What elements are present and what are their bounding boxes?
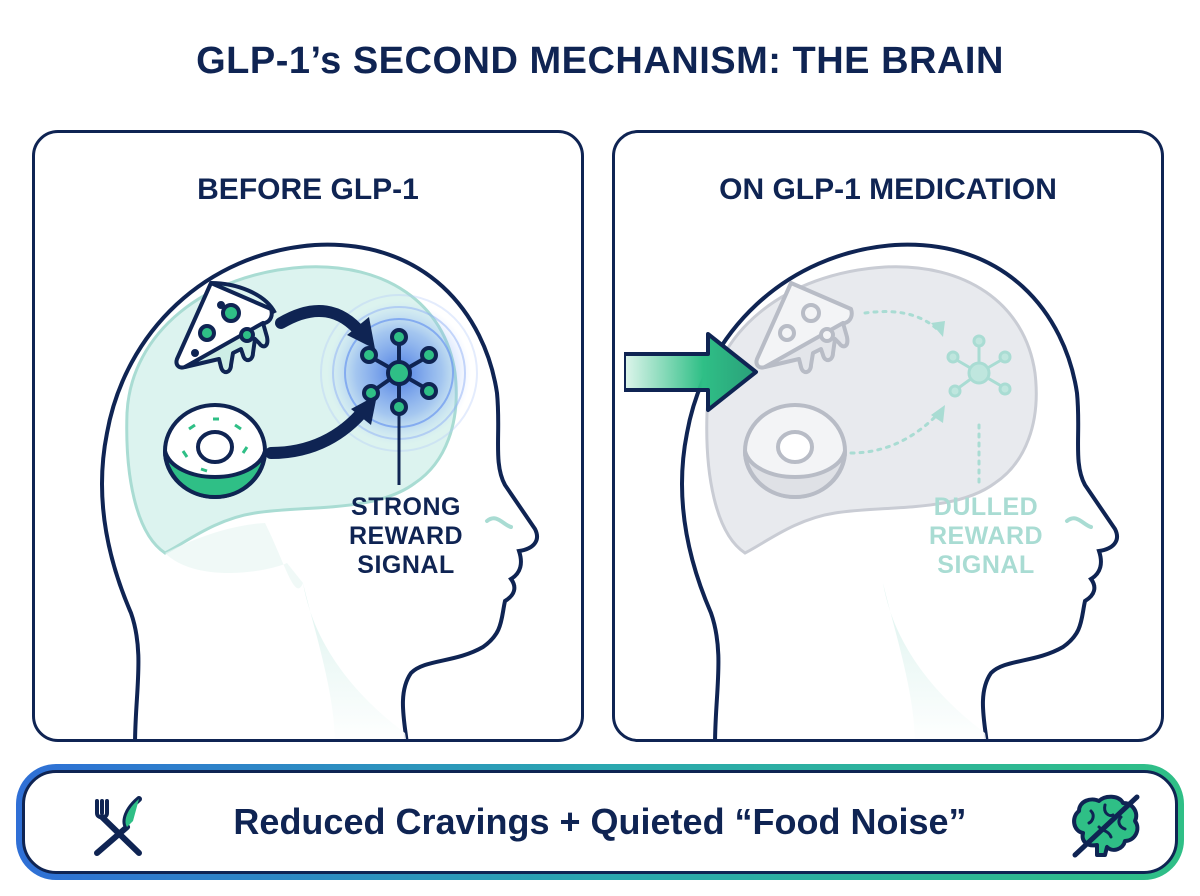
- neuron-icon: [360, 328, 438, 416]
- panel-title-after: ON GLP-1 MEDICATION: [719, 173, 1057, 206]
- page-title: GLP-1’s SECOND MECHANISM: THE BRAIN: [196, 40, 1004, 82]
- panel-title-before: BEFORE GLP-1: [197, 173, 419, 206]
- label-line: DULLED: [933, 493, 1039, 521]
- banner-inner: Reduced Cravings + Quieted “Food Noise”: [22, 770, 1178, 874]
- dulled-arrows: [849, 310, 981, 487]
- before-panel: BEFORE GLP-1 STRONG REWARD SIGNAL: [32, 130, 584, 742]
- label-line: REWARD: [348, 522, 464, 550]
- donut-icon: [163, 403, 267, 500]
- banner-text: Reduced Cravings + Quieted “Food Noise”: [233, 801, 967, 842]
- dulled-reward-label: DULLED REWARD SIGNAL: [911, 493, 1061, 580]
- fork-knife-crossed-icon: [94, 796, 142, 856]
- after-panel: ON GLP-1 MEDICATION DULLED REWARD SIGNAL: [612, 130, 1164, 742]
- label-line: STRONG: [351, 493, 461, 521]
- strong-arrows: [265, 304, 377, 459]
- pizza-icon: [174, 281, 277, 374]
- label-line: SIGNAL: [937, 551, 1035, 579]
- pizza-icon: [754, 281, 854, 374]
- donut-icon: [743, 403, 847, 500]
- strong-reward-label: STRONG REWARD SIGNAL: [331, 493, 481, 580]
- brain-crossed-icon: [1072, 794, 1140, 858]
- summary-banner: Reduced Cravings + Quieted “Food Noise”: [16, 764, 1184, 880]
- before-head-illustration: [99, 242, 539, 739]
- label-line: SIGNAL: [357, 551, 455, 579]
- neuron-icon: [946, 334, 1012, 398]
- label-line: REWARD: [928, 522, 1044, 550]
- transition-arrow-icon: [624, 332, 758, 412]
- after-head-illustration: [679, 242, 1119, 739]
